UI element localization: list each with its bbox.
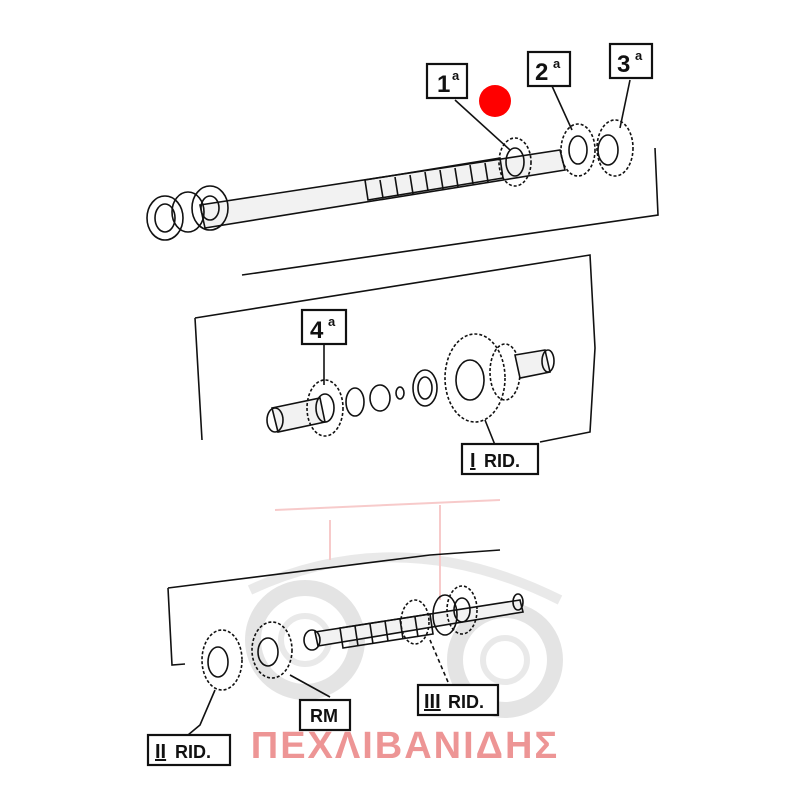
left-bearing xyxy=(146,185,229,241)
panel-outline-top xyxy=(241,147,659,276)
callout-3a-sup: a xyxy=(635,48,643,63)
callout-rid-2-suffix: RID. xyxy=(175,742,211,762)
callout-4a-number: 4 xyxy=(310,317,324,344)
callout-4a-sup: a xyxy=(328,314,336,329)
watermark-arch xyxy=(247,552,563,605)
highlight-marker-dot xyxy=(479,85,511,117)
watermark-text: ΠΕΧΛΙΒΑΝΙΔΗΣ xyxy=(251,725,559,767)
leader-rid1 xyxy=(484,419,496,446)
callout-2a-sup: a xyxy=(553,56,561,71)
callout-rid-3-suffix: RID. xyxy=(448,692,484,712)
panel-outline-middle xyxy=(194,254,596,443)
gear-3a xyxy=(596,119,634,177)
callout-rm-text: RM xyxy=(310,706,338,726)
middle-shaft-assembly xyxy=(266,333,555,437)
lower-shaft xyxy=(314,599,524,647)
snap-ring xyxy=(303,629,321,651)
leader-rm xyxy=(289,674,331,698)
gear-2a xyxy=(560,123,596,177)
gear-2-reduction xyxy=(201,629,243,691)
gear-4a xyxy=(306,379,344,437)
spacer-rings xyxy=(345,369,438,417)
callout-1a: 1 a xyxy=(425,62,469,100)
callout-rid-3-number: III xyxy=(424,691,441,713)
gear-reverse xyxy=(251,621,293,679)
leader-rid2 xyxy=(187,689,216,736)
callout-4a: 4 a xyxy=(300,308,348,346)
callout-rid-2-number: II xyxy=(155,741,166,763)
callout-1a-sup: a xyxy=(452,68,460,83)
leader-rid3 xyxy=(429,639,449,683)
callout-2a-number: 2 xyxy=(535,59,548,86)
callout-rm: RM xyxy=(298,698,352,732)
callout-3a-number: 3 xyxy=(617,51,630,78)
callout-rid-1: I RID. xyxy=(460,442,540,476)
lower-shaft-splines xyxy=(339,613,434,649)
main-shaft-assembly xyxy=(146,119,634,241)
gear-3-reduction xyxy=(400,585,524,645)
callout-2a: 2 a xyxy=(526,50,572,88)
callout-3a: 3 a xyxy=(608,42,654,80)
watermark-tractor-frame xyxy=(274,499,501,600)
callout-rid-1-number: I xyxy=(470,450,476,472)
callout-rid-3: III RID. xyxy=(416,683,500,717)
gear-1a xyxy=(498,137,532,187)
callout-rid-1-suffix: RID. xyxy=(484,451,520,471)
leaders-top xyxy=(454,79,631,151)
callout-1a-number: 1 xyxy=(437,71,450,98)
panel-outline-bottom xyxy=(167,549,501,666)
callout-rid-2: II RID. xyxy=(146,733,232,767)
gear-1-reduction xyxy=(444,333,555,423)
main-shaft xyxy=(199,149,566,229)
lower-shaft-assembly xyxy=(201,585,524,691)
